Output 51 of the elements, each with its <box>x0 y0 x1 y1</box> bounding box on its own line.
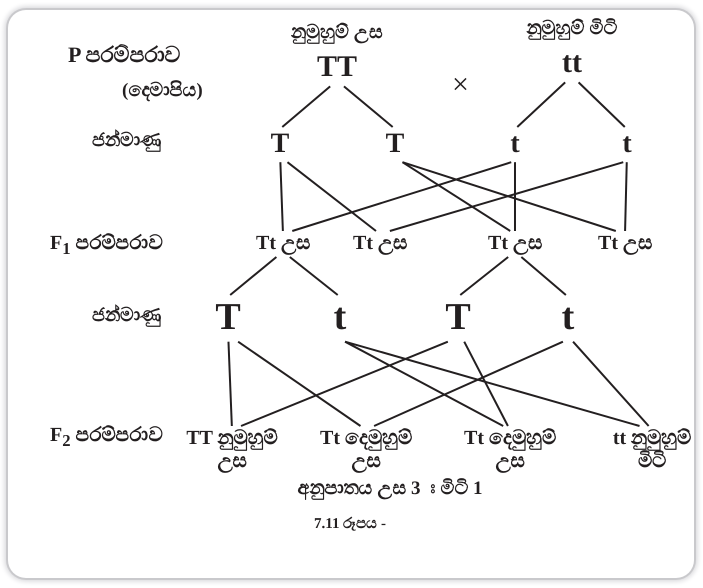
offspring-text: Tt දෙමුහුම් උස <box>319 427 413 473</box>
gamete-letter: t <box>562 296 574 340</box>
offspring-text: TT නුමුහුම් උස <box>185 427 279 473</box>
genotype-text: tt <box>562 46 582 80</box>
connecting-line <box>279 162 284 232</box>
genotype-text: Tt උස <box>598 232 652 255</box>
connecting-line <box>520 256 567 296</box>
connecting-line <box>572 341 650 427</box>
gamete-letter: T <box>445 296 471 340</box>
connecting-line <box>282 86 331 128</box>
connecting-line <box>238 340 362 427</box>
connecting-line <box>240 340 448 427</box>
connecting-line <box>227 342 233 426</box>
genotype-text: TT <box>316 50 358 84</box>
genotype-text: Tt උස <box>353 232 407 255</box>
gamete-letter: t <box>622 128 632 160</box>
row-label: F$_{2}$ පරම්පරාව <box>50 424 163 451</box>
row-label: F$_{1}$ පරම්පරාව <box>50 232 163 259</box>
connecting-line <box>292 161 512 232</box>
cross-sign: × <box>452 68 469 102</box>
row-label: (දෙමාපිය) <box>122 80 203 102</box>
connecting-line <box>344 340 504 427</box>
gamete-letter: t <box>510 128 520 160</box>
heading-text: නුමුහුම් උස <box>291 22 383 44</box>
row-label: ජන්මාණු <box>92 130 161 152</box>
genotype-text: Tt උස <box>488 232 542 255</box>
connecting-line <box>624 162 628 232</box>
connecting-line <box>514 162 516 231</box>
connecting-line <box>374 340 564 427</box>
connecting-line <box>343 86 394 128</box>
connecting-line <box>230 256 278 296</box>
gamete-letter: t <box>334 296 346 340</box>
gamete-letter: T <box>270 128 290 160</box>
connecting-line <box>402 161 511 232</box>
row-label: P පරම්පරාව <box>68 42 181 68</box>
connecting-line <box>344 340 640 427</box>
offspring-text: Tt දෙමුහුම් උස <box>463 427 557 473</box>
offspring-text: tt නුමුහුම් මිටි <box>612 427 692 473</box>
connecting-line <box>516 82 566 128</box>
connecting-line <box>460 256 509 296</box>
gamete-letter: T <box>386 128 404 160</box>
figure-caption: 7.11 රූපය - <box>314 515 386 533</box>
row-label: ජන්මාණු <box>92 305 161 327</box>
genotype-text: Tt උස <box>256 232 310 255</box>
ratio-text: අනුපාතය උස 3 ඃ මිටි 1 <box>298 478 482 500</box>
connecting-line <box>286 161 377 232</box>
connecting-line <box>289 256 338 296</box>
connecting-line <box>578 82 626 128</box>
connecting-line <box>463 341 509 426</box>
gamete-letter: T <box>215 296 241 340</box>
heading-text: නුමුහුම් මිටි <box>526 18 618 40</box>
